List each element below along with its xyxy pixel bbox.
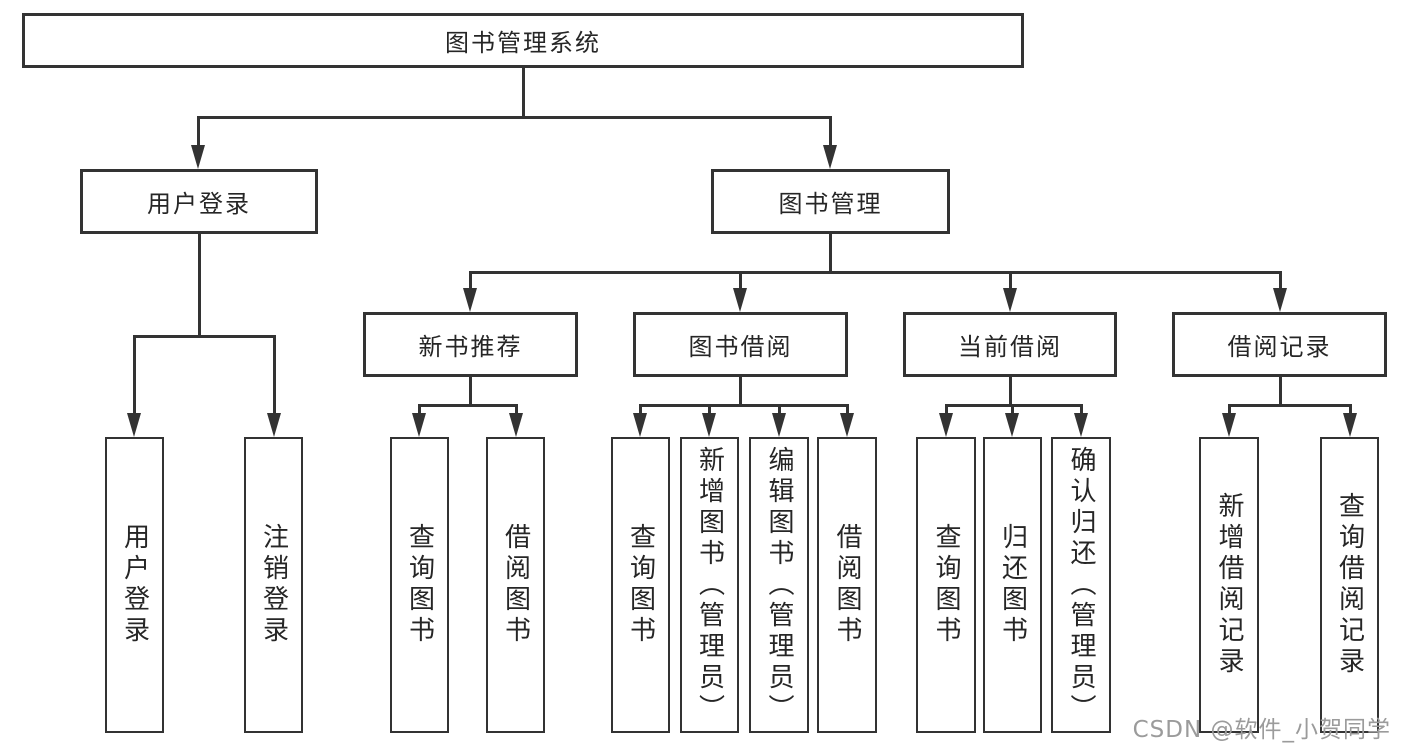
connector-drop bbox=[944, 405, 948, 419]
leaf-edit-books-admin: 编辑图书（管理员） bbox=[749, 437, 809, 733]
leaf-borrow-books-1: 借阅图书 bbox=[486, 437, 545, 733]
arrow-down-icon bbox=[463, 288, 477, 312]
connector-drop bbox=[1079, 405, 1083, 419]
connector-drop bbox=[845, 405, 849, 419]
arrow-down-icon bbox=[772, 413, 786, 437]
connector-drop bbox=[417, 405, 421, 419]
leaf-query-books-1: 查询图书 bbox=[390, 437, 449, 733]
arrow-down-icon bbox=[840, 413, 854, 437]
arrow-down-icon bbox=[127, 413, 141, 437]
leaf-query-borrow-record: 查询借阅记录 bbox=[1320, 437, 1379, 733]
arrow-down-icon bbox=[733, 288, 747, 312]
connector-drop bbox=[514, 405, 518, 419]
leaf-query-books-3: 查询图书 bbox=[916, 437, 976, 733]
connector-stem bbox=[738, 377, 742, 407]
arrow-down-icon bbox=[191, 145, 205, 169]
connector-drop bbox=[638, 405, 642, 419]
leaf-return-books: 归还图书 bbox=[983, 437, 1042, 733]
arrow-down-icon bbox=[939, 413, 953, 437]
arrow-down-icon bbox=[1005, 413, 1019, 437]
node-book-borrowing: 图书借阅 bbox=[633, 312, 848, 377]
arrow-down-icon bbox=[633, 413, 647, 437]
connector-stem bbox=[521, 68, 525, 119]
arrow-down-icon bbox=[702, 413, 716, 437]
leaf-borrow-books-2: 借阅图书 bbox=[817, 437, 877, 733]
csdn-watermark: CSDN @软件_小贺同学 bbox=[1132, 717, 1391, 743]
connector-rail bbox=[638, 403, 849, 407]
connector-drop bbox=[196, 117, 200, 151]
node-user-login-branch: 用户登录 bbox=[80, 169, 318, 234]
node-current-borrowing: 当前借阅 bbox=[903, 312, 1117, 377]
connector-drop bbox=[1010, 405, 1014, 419]
connector-drop bbox=[468, 272, 472, 294]
connector-drop bbox=[738, 272, 742, 294]
arrow-down-icon bbox=[267, 413, 281, 437]
connector-drop bbox=[1227, 405, 1231, 419]
arrow-down-icon bbox=[1074, 413, 1088, 437]
node-book-management-branch: 图书管理 bbox=[711, 169, 950, 234]
connector-rail bbox=[417, 403, 518, 407]
node-library-management-system: 图书管理系统 bbox=[22, 13, 1024, 68]
connector-stem bbox=[468, 377, 472, 407]
connector-drop bbox=[1008, 272, 1012, 294]
arrow-down-icon bbox=[1222, 413, 1236, 437]
leaf-add-books-admin: 新增图书（管理员） bbox=[680, 437, 739, 733]
connector-drop bbox=[1278, 272, 1282, 294]
connector-rail bbox=[196, 115, 832, 119]
connector-drop bbox=[272, 336, 276, 419]
connector-rail bbox=[132, 334, 276, 338]
arrow-down-icon bbox=[412, 413, 426, 437]
connector-drop bbox=[828, 117, 832, 151]
node-new-book-recommendation: 新书推荐 bbox=[363, 312, 578, 377]
leaf-query-books-2: 查询图书 bbox=[611, 437, 670, 733]
arrow-down-icon bbox=[1273, 288, 1287, 312]
connector-drop bbox=[777, 405, 781, 419]
connector-rail bbox=[468, 270, 1282, 274]
connector-stem bbox=[1278, 377, 1282, 407]
connector-stem bbox=[197, 234, 201, 338]
leaf-logout: 注销登录 bbox=[244, 437, 303, 733]
arrow-down-icon bbox=[1003, 288, 1017, 312]
connector-drop bbox=[707, 405, 711, 419]
connector-rail bbox=[944, 403, 1083, 407]
leaf-user-login: 用户登录 bbox=[105, 437, 164, 733]
connector-stem bbox=[1008, 377, 1012, 407]
leaf-add-borrow-record: 新增借阅记录 bbox=[1199, 437, 1259, 733]
connector-stem bbox=[828, 234, 832, 274]
arrow-down-icon bbox=[509, 413, 523, 437]
arrow-down-icon bbox=[823, 145, 837, 169]
leaf-confirm-return-admin: 确认归还（管理员） bbox=[1051, 437, 1111, 733]
connector-rail bbox=[1227, 403, 1352, 407]
node-borrowing-records: 借阅记录 bbox=[1172, 312, 1387, 377]
connector-drop bbox=[132, 336, 136, 419]
connector-drop bbox=[1348, 405, 1352, 419]
arrow-down-icon bbox=[1343, 413, 1357, 437]
